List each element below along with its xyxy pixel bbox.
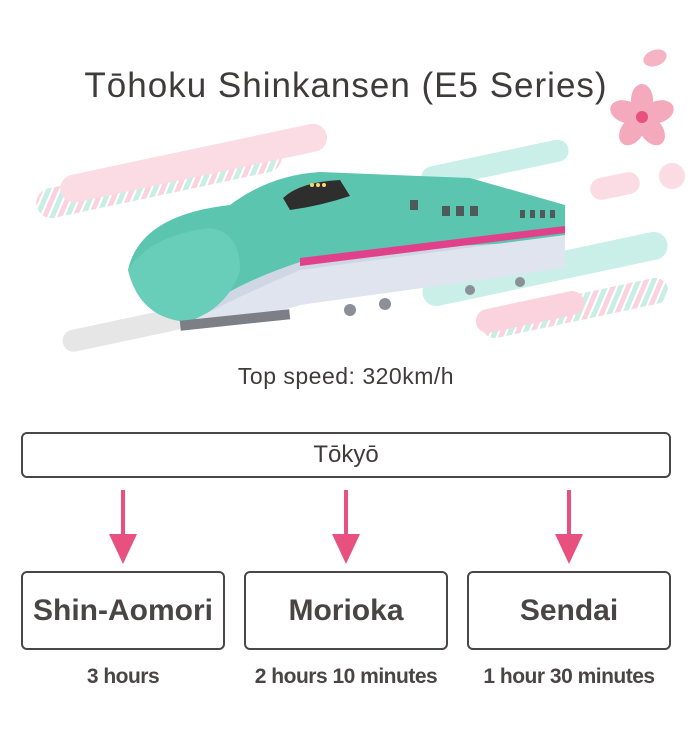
destination-label: Sendai	[519, 593, 619, 627]
travel-time-shin-aomori: 3 hours	[86, 665, 160, 688]
cherry-blossom-icon	[610, 84, 674, 146]
train-icon	[128, 172, 565, 331]
destination-label: Shin-Aomori	[33, 593, 213, 627]
destination-box-shin-aomori: Shin-Aomori	[21, 571, 225, 650]
shinkansen-illustration	[36, 49, 685, 352]
origin-station-box: Tōkyō	[21, 432, 671, 478]
arrow-down-icon	[109, 490, 137, 564]
top-speed-text: Top speed: 320km/h	[237, 363, 455, 389]
arrow-down-icon	[332, 490, 360, 564]
destination-box-morioka: Morioka	[244, 571, 448, 650]
page-title: Tōhoku Shinkansen (E5 Series)	[84, 66, 608, 105]
travel-time-morioka: 2 hours 10 minutes	[254, 665, 438, 688]
origin-station-label: Tōkyō	[313, 441, 379, 468]
travel-time-sendai: 1 hour 30 minutes	[483, 665, 655, 688]
arrow-down-icon	[555, 490, 583, 564]
destination-box-sendai: Sendai	[467, 571, 671, 650]
petal-icon	[643, 49, 667, 67]
destination-label: Morioka	[288, 593, 404, 627]
